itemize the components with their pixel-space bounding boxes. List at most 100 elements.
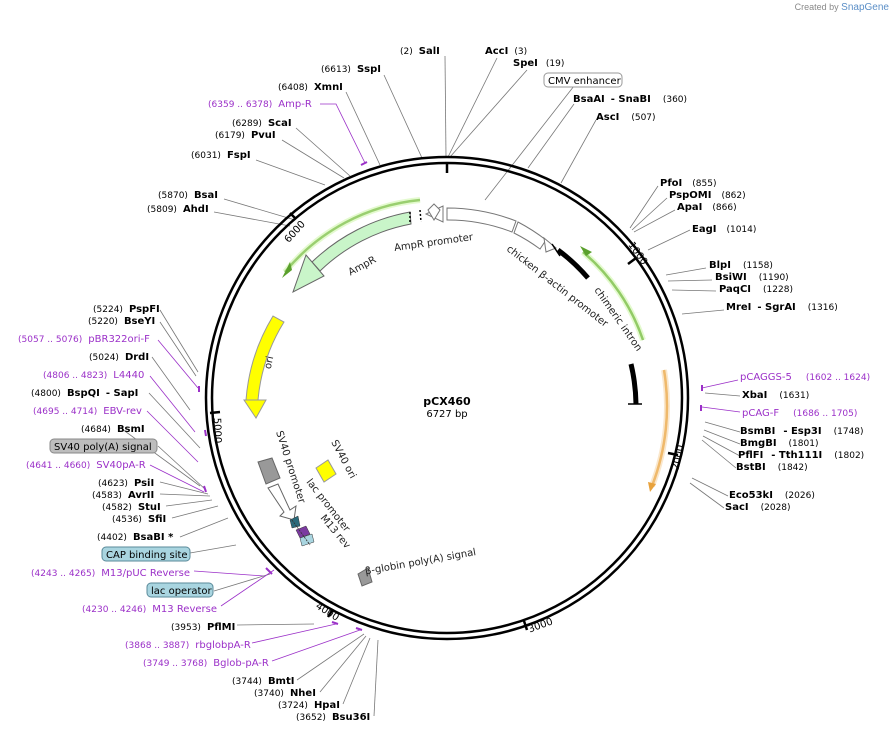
label-bsu36i: (3652)Bsu36I xyxy=(296,712,370,723)
label-eagi: EagI(1014) xyxy=(692,224,756,235)
label-pcaggs5: pCAGGS-5(1602 .. 1624) xyxy=(740,372,870,383)
label-pcagf: pCAG-F(1686 .. 1705) xyxy=(742,408,857,419)
label-ampr-primer: (6359 .. 6378)Amp-R xyxy=(208,99,312,110)
label-sspi: (6613)SspI xyxy=(321,64,381,75)
brand-name: SnapGene xyxy=(841,2,889,13)
ampr-arrow-head xyxy=(292,254,325,294)
sv40-promoter-arrow xyxy=(267,483,297,521)
label-bspqi: (4800)BspQI- SapI xyxy=(31,388,138,399)
label-m13rev: (4230 .. 4246)M13 Reverse xyxy=(82,604,217,615)
intron-line xyxy=(582,251,645,341)
feature-cba-promoter: chicken β-actin promoter xyxy=(504,244,610,330)
label-pfoi: PfoI(855) xyxy=(660,178,716,189)
label-spei: SpeI(19) xyxy=(513,58,564,69)
label-lacop: lac operator xyxy=(151,586,212,597)
cap-box xyxy=(101,546,191,562)
bglobin-box xyxy=(357,567,373,587)
brand-prefix: Created by xyxy=(794,2,839,12)
label-psii: (4623)PsiI xyxy=(98,478,154,489)
ampr-dotted-2 xyxy=(419,209,422,223)
label-cap: CAP binding site xyxy=(106,550,188,561)
label-pvui: (6179)PvuI xyxy=(215,130,276,141)
scale-ticks xyxy=(209,163,679,631)
label-xbai: XbaI(1631) xyxy=(742,390,809,401)
label-m13puc: (4243 .. 4265)M13/pUC Reverse xyxy=(31,568,190,579)
intron-glow xyxy=(581,249,646,341)
feature-ori: ori xyxy=(263,355,276,370)
label-asci: AscI(507) xyxy=(596,112,656,123)
label-avrii: (4583)AvrII xyxy=(92,490,154,501)
label-bsai: (5870)BsaI xyxy=(158,190,218,201)
label-xmni: (6408)XmnI xyxy=(278,82,343,93)
label-acci: AccI(3) xyxy=(485,46,527,57)
label-nhei: (3740)NheI xyxy=(254,688,316,699)
label-saci: SacI(2028) xyxy=(725,502,791,513)
ampr-promoter-end xyxy=(427,203,441,221)
label-eco53ki: Eco53kI(2026) xyxy=(729,490,815,501)
label-bsaai: BsaAI- SnaBI(360) xyxy=(573,94,687,105)
intron-head xyxy=(580,246,592,256)
label-stui: (4582)StuI xyxy=(102,502,161,513)
label-ahdi: (5809)AhdI xyxy=(147,204,209,215)
label-ebvrev: (4695 .. 4714)EBV-rev xyxy=(33,406,142,417)
label-bglobpa: (3749 .. 3768)Bglob-pA-R xyxy=(143,658,269,669)
cmv-box xyxy=(543,72,623,88)
label-scai: (6289)ScaI xyxy=(232,118,292,129)
cba-promoter-head xyxy=(543,236,557,253)
label-sv40par: (4641 .. 4660)SV40pA-R xyxy=(26,460,146,471)
label-bmgbi: BmgBI(1801) xyxy=(740,438,818,449)
label-bseyi: (5220)BseYI xyxy=(88,316,155,327)
sv40-polya-box xyxy=(257,457,281,485)
label-bsiwi: BsiWI(1190) xyxy=(715,272,789,283)
tick-3000: 3000 xyxy=(527,616,555,635)
label-cmv: CMV enhancer xyxy=(548,76,622,87)
label-pspfi: (5224)PspFI xyxy=(93,304,160,315)
ampr-promoter-arrow xyxy=(446,207,517,233)
label-rbglob: (3868 .. 3887)rbglobpA-R xyxy=(125,640,251,651)
label-pflmi: (3953)PflMI xyxy=(171,622,235,633)
feature-ampr: AmpR xyxy=(347,255,379,279)
label-l4440: (4806 .. 4823)L4440 xyxy=(43,370,144,381)
label-sali: (2)SalI xyxy=(400,46,440,57)
ampr-backbone-glow xyxy=(282,197,421,274)
label-sv40polya: SV40 poly(A) signal xyxy=(54,442,152,453)
label-apai: ApaI(866) xyxy=(677,202,737,213)
cba-terminator-bar xyxy=(551,243,561,257)
ori-arrow-head xyxy=(243,399,267,419)
snapgene-brand: Created by SnapGene xyxy=(795,2,889,13)
lacop-box xyxy=(146,582,214,598)
lac-promoter-arrow xyxy=(289,515,315,547)
label-bsmbi: BsmBI- Esp3I(1748) xyxy=(740,426,864,437)
sv40-polya-box-label xyxy=(49,438,158,454)
label-sfii: (4536)SfiI xyxy=(112,514,166,525)
sv40-ori-box xyxy=(315,459,337,483)
ampr-backbone-head xyxy=(282,262,292,278)
label-bstbi: BstBI(1842) xyxy=(736,462,808,473)
label-fspi: (6031)FspI xyxy=(191,150,251,161)
label-psppomi: PspOMI(862) xyxy=(669,190,746,201)
label-bsmi: (4684)BsmI xyxy=(81,424,145,435)
orange-head xyxy=(648,482,656,492)
tick-2000: 2000 xyxy=(671,444,687,471)
label-mrei: MreI- SgrAI(1316) xyxy=(726,302,838,313)
plasmid-name: pCX460 xyxy=(423,395,471,408)
feature-ampr-promoter: AmpR promoter xyxy=(394,232,475,254)
tick-6000: 6000 xyxy=(283,219,308,245)
label-bmti: (3744)BmtI xyxy=(232,676,294,687)
label-drdi: (5024)DrdI xyxy=(89,352,149,363)
backbone-outer xyxy=(204,155,690,641)
label-pbr322: (5057 .. 5076)pBR322ori-F xyxy=(18,334,150,345)
plasmid-size: 6727 bp xyxy=(426,409,467,420)
orange-glow xyxy=(649,369,670,488)
primer-marks xyxy=(198,161,703,631)
label-bsabi: (4402)BsaBI * xyxy=(97,532,174,543)
label-blpi: BlpI(1158) xyxy=(709,260,773,271)
cba-thick-arc xyxy=(556,247,590,280)
cba-promoter-arrow xyxy=(513,221,547,250)
tick-5000: 5000 xyxy=(211,418,223,444)
label-pflfi: PflFI- Tth111I(1802) xyxy=(738,450,864,461)
label-hpai: (3724)HpaI xyxy=(278,700,340,711)
black-block xyxy=(628,363,639,405)
label-paqci: PaqCI(1228) xyxy=(719,284,793,295)
